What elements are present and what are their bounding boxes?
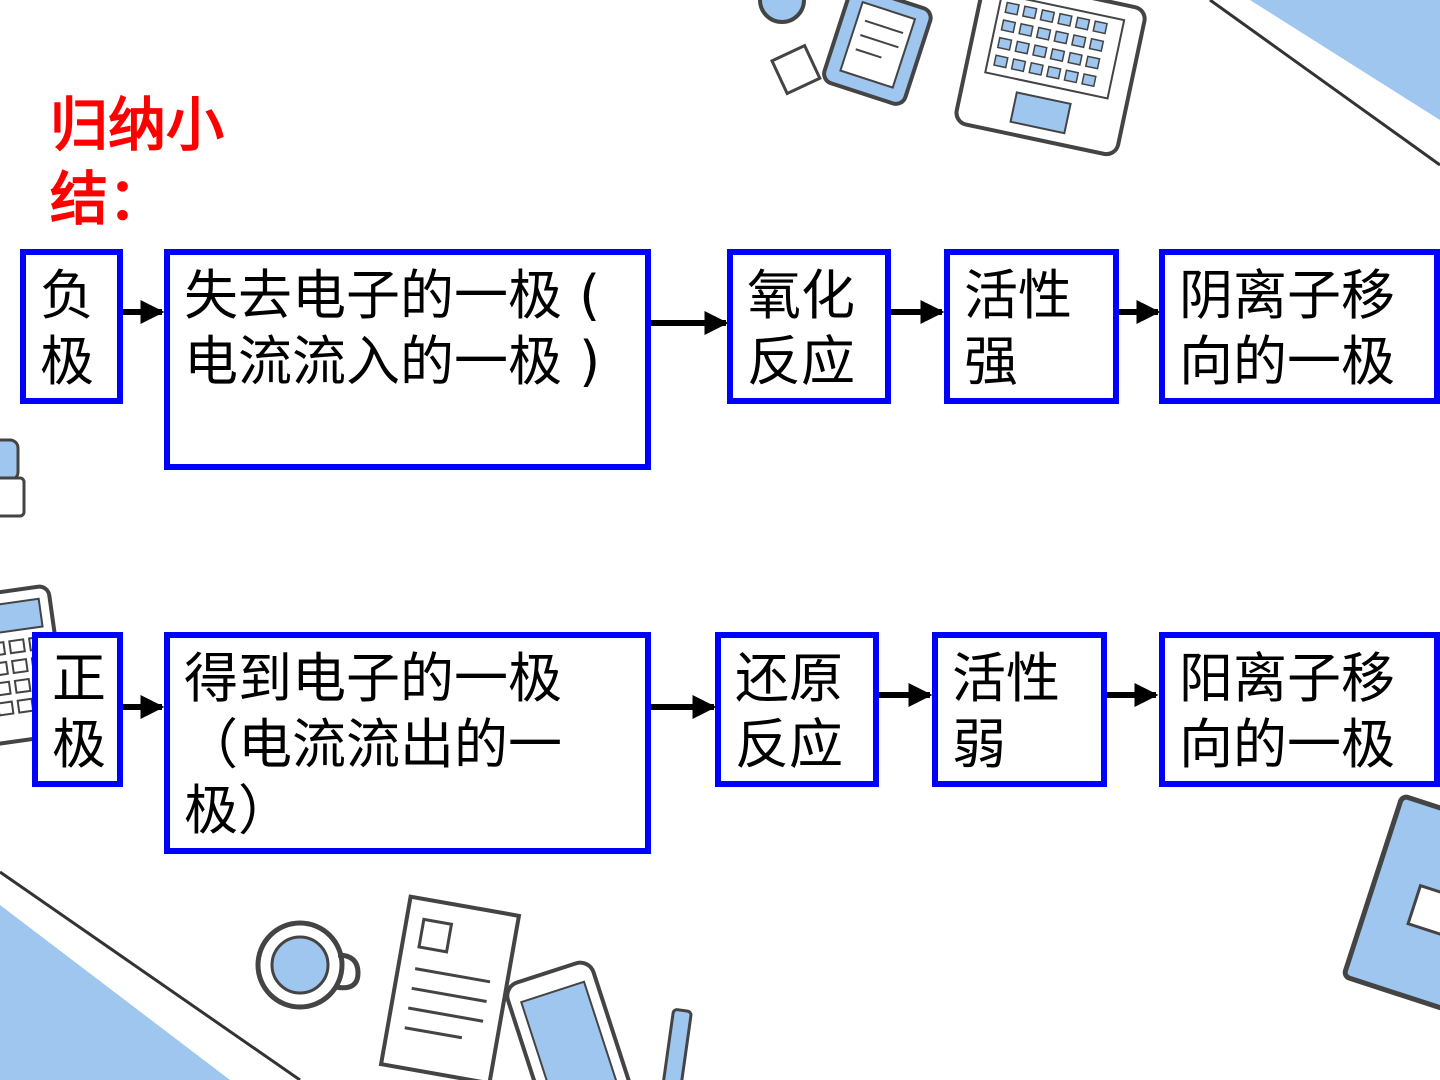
box-positive-electron: 得到电子的一极（电流流出的一极） [164, 632, 651, 854]
box-positive-activity: 活性弱 [932, 632, 1107, 787]
box-negative-ion: 阴离子移向的一极 [1159, 249, 1440, 404]
box-positive-reaction: 还原反应 [715, 632, 879, 787]
box-negative-electron: 失去电子的一极 ( 电流流入的一极 ) [164, 249, 651, 470]
box-positive-ion: 阳离子移向的一极 [1159, 632, 1440, 787]
box-positive-electrode: 正极 [32, 632, 123, 787]
box-negative-activity: 活性强 [944, 249, 1119, 404]
box-negative-electrode: 负极 [20, 249, 123, 404]
box-negative-reaction: 氧化反应 [727, 249, 891, 404]
slide-title: 归纳小结： [50, 91, 225, 233]
